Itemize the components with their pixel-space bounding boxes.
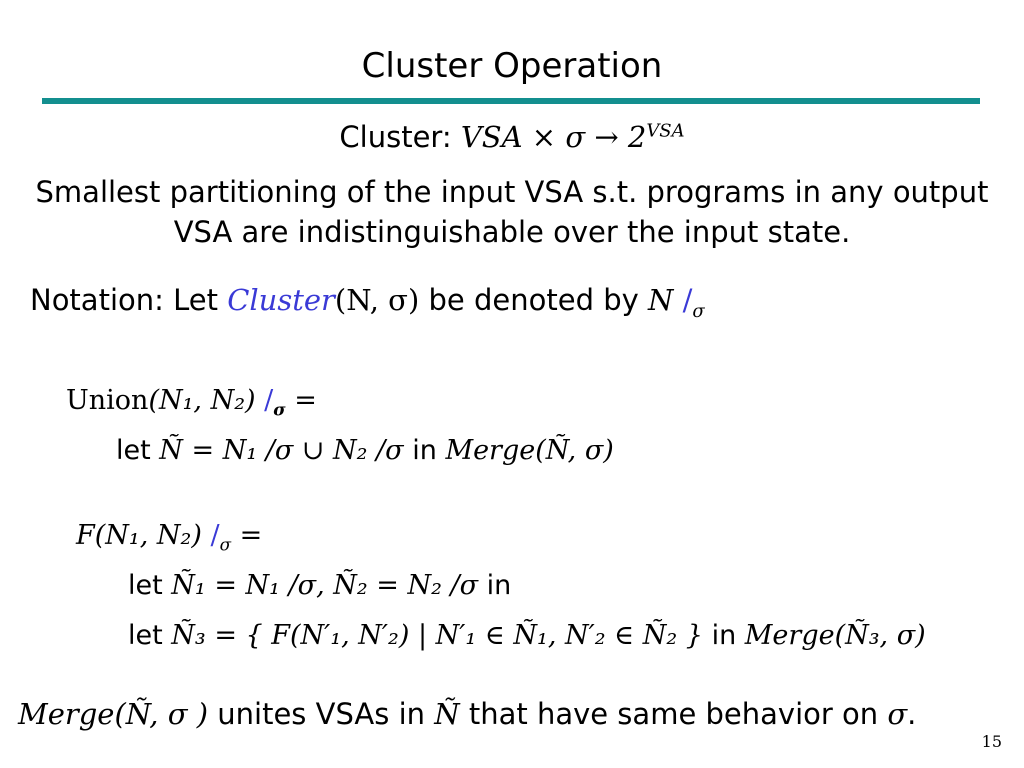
title-underline — [42, 98, 980, 104]
merge-explanation: Merge(Ñ, σ ) unites VSAs in Ñ that have … — [18, 697, 916, 731]
f-sigma: σ — [219, 534, 232, 555]
notation-middle: be denoted by — [428, 283, 639, 317]
f-bind-1: Ñ₁ = N₁ /σ, Ñ₂ = N₂ /σ — [171, 570, 479, 601]
union-eq: = — [294, 385, 317, 416]
notation-var: N — [647, 283, 674, 317]
notation-args: (N, σ) — [334, 283, 420, 317]
signature-expr: VSA × σ → 2 — [460, 120, 647, 154]
f-in-2: in — [711, 620, 737, 651]
union-result: Merge(Ñ, σ) — [445, 435, 614, 466]
f-rule-binding-2: let Ñ₃ = { F(N′₁, N′₂) | N′₁ ∈ Ñ₁, N′₂ ∈… — [128, 620, 926, 651]
f-bind-2: Ñ₃ = { F(N′₁, N′₂) | N′₁ ∈ Ñ₁, N′₂ ∈ Ñ₂ … — [171, 620, 703, 651]
union-slash: / — [264, 385, 274, 416]
notation-line: Notation: Let Cluster(N, σ) be denoted b… — [30, 283, 705, 320]
union-in: in — [412, 435, 437, 466]
union-let: let — [116, 435, 151, 466]
union-rule-lhs: Union(N₁, N₂) /σ = — [66, 385, 317, 420]
f-in-1: in — [486, 570, 512, 601]
f-rule-lhs: F(N₁, N₂) /σ = — [76, 520, 263, 555]
notation-prefix: Notation: Let — [30, 283, 218, 317]
slide-title: Cluster Operation — [361, 46, 663, 86]
footer-sigma: σ — [887, 697, 908, 731]
notation-slash: / — [682, 283, 693, 317]
signature-sup: VSA — [646, 120, 685, 142]
union-args: (N₁, N₂) — [148, 385, 256, 416]
f-let-2: let — [128, 620, 163, 651]
cluster-description: Smallest partitioning of the input VSA s… — [35, 175, 989, 249]
footer-var: Ñ — [434, 697, 460, 731]
notation-term: Cluster — [227, 283, 335, 317]
footer-period: . — [907, 697, 917, 731]
page-number: 15 — [981, 732, 1002, 751]
union-rule-body: let Ñ = N₁ /σ ∪ N₂ /σ in Merge(Ñ, σ) — [116, 435, 614, 466]
f-rule-binding-1: let Ñ₁ = N₁ /σ, Ñ₂ = N₂ /σ in — [128, 570, 511, 601]
f-slash: / — [210, 520, 220, 551]
union-fn: Union — [66, 385, 149, 416]
footer-term: Merge(Ñ, σ ) — [18, 697, 209, 731]
union-sigma: σ — [273, 399, 286, 420]
union-body: Ñ = N₁ /σ ∪ N₂ /σ — [159, 435, 404, 466]
f-lhs: F(N₁, N₂) — [76, 520, 202, 551]
footer-text-1: unites VSAs in — [217, 697, 426, 731]
f-result: Merge(Ñ₃, σ) — [744, 620, 926, 651]
f-let-1: let — [128, 570, 163, 601]
footer-text-2: that have same behavior on — [468, 697, 879, 731]
notation-sub: σ — [692, 300, 705, 322]
cluster-signature: Cluster: VSA × σ → 2VSA — [0, 120, 1024, 154]
f-eq: = — [239, 520, 263, 551]
signature-label: Cluster: — [339, 120, 452, 154]
